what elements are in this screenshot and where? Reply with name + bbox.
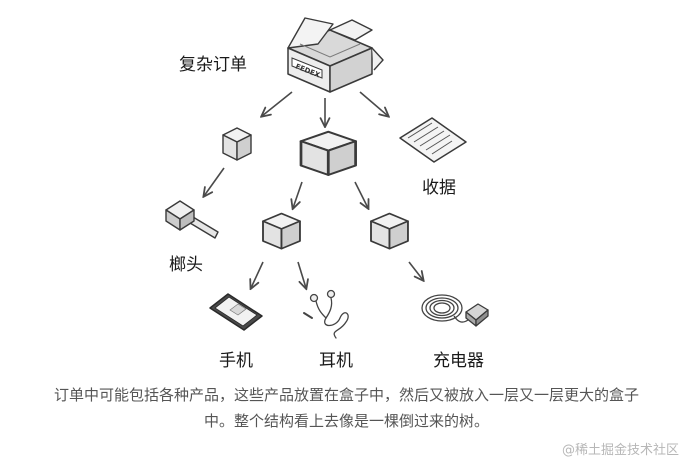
box-center-large [299,130,357,177]
box-middle [262,212,301,250]
label-phone: 手机 [219,351,253,371]
arrow-mid-box-to-earphones [297,261,306,288]
caption-line-2: 中。整个结构看上去像是一棵倒过来的树。 [203,412,489,430]
arrow-right-box-to-charger [408,261,423,280]
box-right [370,212,409,250]
label-charger: 充电器 [433,351,484,371]
arrow-center-box-to-mid-box [293,181,303,208]
receipt-icon [399,117,467,163]
charger-icon [421,294,489,327]
phone-icon [209,293,263,331]
box-left [222,127,252,161]
hammer-icon [165,200,219,239]
label-complex-order: 复杂订单 [179,55,247,75]
arrow-root-to-left-box [262,91,293,116]
watermark: @稀土掘金技术社区 [561,443,679,458]
open-box-root: FEDEX [287,17,384,93]
label-hammer: 榔头 [169,255,203,275]
earphones-icon [303,289,349,339]
arrow-root-to-receipt [359,91,388,116]
arrow-left-box-to-hammer [204,167,225,196]
arrow-center-box-to-right-box [354,181,368,208]
caption-line-1: 订单中可能包括各种产品，这些产品放置在盒子中，然后又被放入一层又一层更大的盒子 [53,386,639,404]
arrow-mid-box-to-phone [251,261,264,288]
label-receipt: 收据 [422,178,456,198]
label-earphones: 耳机 [319,351,353,371]
